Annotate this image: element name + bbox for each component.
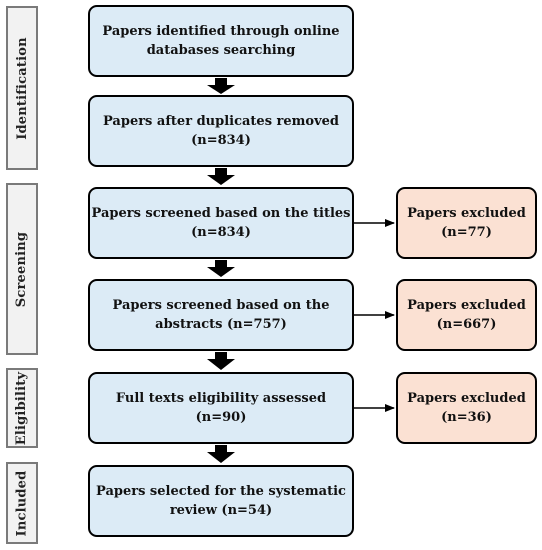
- box-excluded-abstracts: Papers excluded (n=667): [396, 279, 537, 351]
- box-papers-identified-line2: databases searching: [146, 43, 296, 58]
- box-screened-abstracts-line2: abstracts (n=757): [155, 317, 287, 332]
- stage-eligibility: Eligibility: [6, 368, 38, 448]
- box-duplicates-removed: Papers after duplicates removed (n=834): [88, 95, 354, 167]
- box-excluded-titles-line2: (n=77): [441, 225, 492, 240]
- box-screened-abstracts-line1: Papers screened based on the: [112, 298, 330, 313]
- box-excluded-titles: Papers excluded (n=77): [396, 187, 537, 259]
- down-arrow-5: [207, 445, 235, 463]
- down-arrow-1: [207, 78, 235, 94]
- box-eligibility-assessed-line1: Full texts eligibility assessed (n=90): [115, 391, 327, 425]
- box-papers-identified-line1: Papers identified through online: [102, 24, 340, 39]
- down-arrow-2: [207, 168, 235, 185]
- down-arrow-3: [207, 260, 235, 277]
- box-screened-abstracts: Papers screened based on the abstracts (…: [88, 279, 354, 351]
- box-excluded-abstracts-line2: (n=667): [436, 317, 497, 332]
- box-excluded-titles-line1: Papers excluded: [407, 206, 526, 221]
- box-screened-titles-line2: (n=834): [191, 225, 251, 240]
- box-papers-identified: Papers identified through online databas…: [88, 5, 354, 77]
- box-papers-selected-line1: Papers selected for the systematic: [96, 484, 346, 499]
- box-papers-selected-line2: review (n=54): [169, 503, 273, 518]
- down-arrow-4: [207, 352, 235, 370]
- box-excluded-abstracts-line1: Papers excluded: [407, 298, 526, 313]
- stage-screening: Screening: [6, 183, 38, 355]
- box-screened-titles: Papers screened based on the titles (n=8…: [88, 187, 354, 259]
- box-eligibility-assessed: Full texts eligibility assessed (n=90): [88, 372, 354, 444]
- box-duplicates-removed-line2: (n=834): [191, 133, 251, 148]
- box-excluded-fulltext: Papers excluded (n=36): [396, 372, 537, 444]
- stage-included: Included: [6, 462, 38, 544]
- box-duplicates-removed-line1: Papers after duplicates removed: [103, 114, 339, 129]
- box-screened-titles-line1: Papers screened based on the titles: [91, 206, 351, 221]
- stage-identification: Identification: [6, 6, 38, 170]
- box-excluded-fulltext-line2: (n=36): [441, 410, 492, 425]
- box-papers-selected: Papers selected for the systematic revie…: [88, 465, 354, 537]
- box-excluded-fulltext-line1: Papers excluded: [407, 391, 526, 406]
